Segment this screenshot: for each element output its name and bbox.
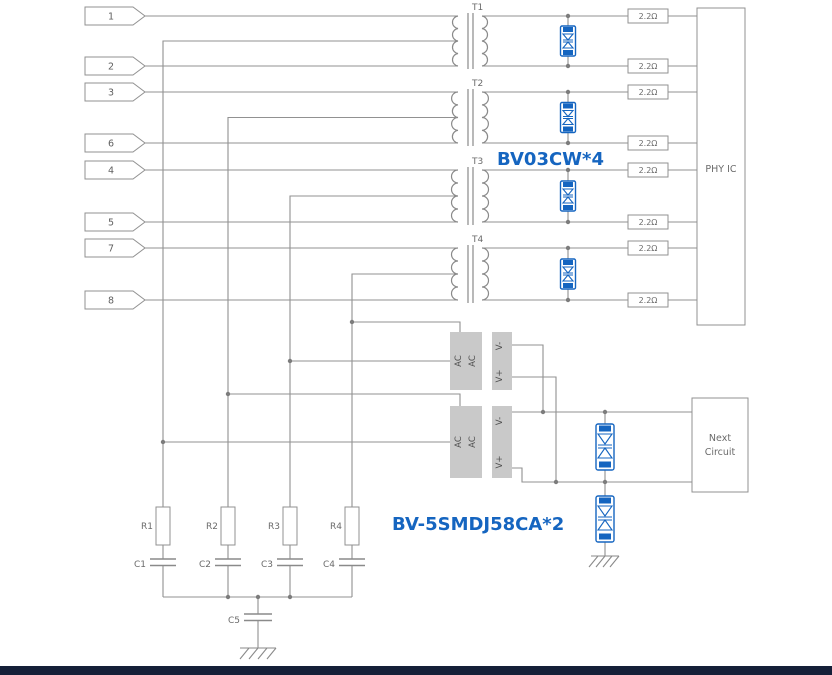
- capacitor-c3: C3: [261, 558, 303, 570]
- transformer-t4: T4: [450, 235, 490, 303]
- series-resistor-5: 2.2Ω: [627, 162, 669, 178]
- transformer-label: T4: [471, 235, 483, 245]
- series-resistor-1: 2.2Ω: [627, 8, 669, 24]
- resistor-r4: R4: [330, 506, 360, 546]
- tvs-array-3: [559, 180, 577, 212]
- bridge-pin-ac: AC: [468, 436, 478, 448]
- tvs-array-1: [559, 25, 577, 57]
- series-resistor-7: 2.2Ω: [627, 240, 669, 256]
- capacitor-c5: C5: [228, 613, 272, 626]
- transformer-t2: T2: [451, 79, 489, 146]
- series-resistor-2: 2.2Ω: [627, 58, 669, 74]
- transformer-t1: T1: [451, 3, 489, 69]
- input-pin-6: 6: [84, 133, 146, 153]
- ground-symbol-c5: [239, 647, 277, 660]
- pin-label: 3: [108, 88, 114, 99]
- series-resistor-4: 2.2Ω: [627, 135, 669, 151]
- bridge-pin-ac: AC: [454, 436, 464, 448]
- resistor-label: R3: [268, 522, 280, 532]
- capacitor-label: C4: [323, 560, 335, 570]
- resistor-value: 2.2Ω: [639, 62, 658, 71]
- pin-label: 7: [108, 244, 114, 255]
- capacitor-c4: C4: [323, 558, 365, 570]
- label-tvs-array: BV03CW*4: [497, 149, 604, 170]
- input-pin-3: 3: [84, 82, 146, 102]
- pin-label: 2: [108, 62, 114, 73]
- input-pin-7: 7: [84, 238, 146, 258]
- pin-label: 6: [108, 139, 114, 150]
- bridge-rectifier-upper: AC AC V- V+: [450, 332, 512, 390]
- bridge-pin-v-minus: V-: [495, 342, 505, 350]
- bridge-pin-v-minus: V-: [495, 417, 505, 425]
- resistor-value: 2.2Ω: [639, 139, 658, 148]
- transformer-label: T3: [471, 157, 483, 167]
- tvs-array-4: [559, 258, 577, 290]
- wires: [145, 15, 697, 648]
- capacitor-c2: C2: [199, 558, 241, 570]
- bridge-pin-v-plus: V+: [495, 370, 505, 383]
- resistor-value: 2.2Ω: [639, 244, 658, 253]
- resistor-value: 2.2Ω: [639, 166, 658, 175]
- transformer-label: T1: [471, 3, 483, 13]
- phy-ic-label: PHY IC: [705, 164, 736, 175]
- resistor-value: 2.2Ω: [639, 296, 658, 305]
- tvs-diode-upper: [595, 423, 615, 471]
- resistor-r1: R1: [141, 506, 171, 546]
- pin-label: 8: [108, 296, 114, 307]
- input-pin-8: 8: [84, 290, 146, 310]
- resistor-value: 2.2Ω: [639, 218, 658, 227]
- resistor-label: R2: [206, 522, 218, 532]
- resistor-r3: R3: [268, 506, 298, 546]
- series-resistor-6: 2.2Ω: [627, 214, 669, 230]
- capacitor-label: C1: [134, 560, 146, 570]
- ground-symbol-tvs: [588, 555, 620, 568]
- next-circuit-label-line1: Next: [709, 433, 731, 444]
- resistor-label: R1: [141, 522, 153, 532]
- footer-bar: [0, 666, 832, 675]
- next-circuit-box: Next Circuit: [691, 397, 749, 493]
- resistor-label: R4: [330, 522, 342, 532]
- series-resistor-3: 2.2Ω: [627, 84, 669, 100]
- resistor-value: 2.2Ω: [639, 88, 658, 97]
- series-resistor-8: 2.2Ω: [627, 292, 669, 308]
- pin-label: 1: [108, 12, 114, 23]
- input-pin-2: 2: [84, 56, 146, 76]
- capacitor-label: C2: [199, 560, 211, 570]
- tvs-array-2: [559, 101, 577, 134]
- label-tvs-protection: BV-5SMDJ58CA*2: [392, 514, 564, 535]
- capacitor-label: C3: [261, 560, 273, 570]
- input-pin-1: 1: [84, 6, 146, 26]
- capacitor-c1: C1: [134, 558, 176, 570]
- tvs-diode-lower: [595, 495, 615, 543]
- capacitor-label: C5: [228, 616, 240, 626]
- resistor-r2: R2: [206, 506, 236, 546]
- resistor-value: 2.2Ω: [639, 12, 658, 21]
- next-circuit-label-line2: Circuit: [705, 447, 736, 458]
- bridge-rectifier-lower: AC AC V- V+: [450, 406, 512, 478]
- input-pin-4: 4: [84, 160, 146, 180]
- bridge-pin-v-plus: V+: [495, 456, 505, 469]
- input-pin-5: 5: [84, 212, 146, 232]
- bridge-pin-ac: AC: [468, 355, 478, 367]
- phy-ic-box: PHY IC: [696, 7, 746, 326]
- transformer-t3: T3: [450, 157, 490, 225]
- bridge-pin-ac: AC: [454, 355, 464, 367]
- pin-label: 4: [108, 166, 114, 177]
- junction-dots: [160, 13, 608, 600]
- transformer-label: T2: [471, 79, 483, 89]
- pin-label: 5: [108, 218, 114, 229]
